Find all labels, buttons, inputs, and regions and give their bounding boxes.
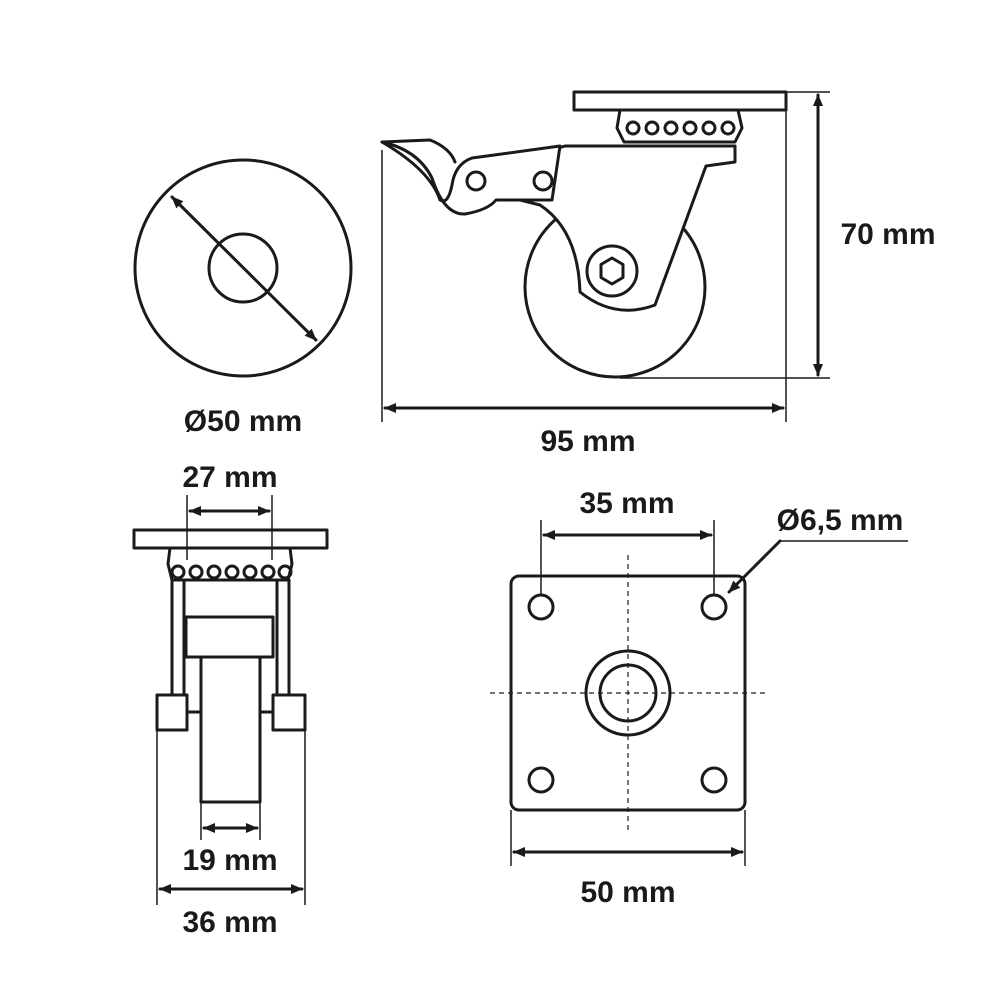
wheel-outer-circle: [133, 158, 353, 378]
height-label: 70 mm: [840, 218, 935, 251]
lever-rivet-right: [532, 170, 554, 192]
axle-hex-icon: [599, 256, 625, 286]
plate-hole-bottom-right: [700, 766, 728, 794]
mount-width-label: 27 mm: [182, 461, 277, 494]
wheel-front-view: Ø50 mm: [133, 158, 353, 438]
side-top-plate: [572, 90, 788, 112]
side-fork: [518, 144, 737, 312]
lever-rivet-left: [465, 170, 487, 192]
front-wheel-tread: [199, 655, 262, 804]
front-bearing-balls: [170, 564, 293, 580]
plate-center-boss-outer: [584, 649, 672, 737]
side-bearing-balls: [625, 120, 736, 136]
caster-front-view: 27 mm 19 mm 36 mm: [132, 461, 329, 939]
hole-spacing-label: 35 mm: [579, 487, 674, 520]
plate-center-boss-inner: [598, 663, 658, 723]
front-axle-cap-left: [155, 693, 189, 732]
brake-lever: [380, 140, 562, 216]
front-wheel-hub: [184, 615, 275, 659]
wheel-diameter-label: Ø50 mm: [184, 405, 302, 438]
caster-side-view: 70 mm 95 mm: [380, 90, 936, 458]
mounting-plate-view: 35 mm Ø6,5 mm 50 mm: [490, 487, 908, 909]
wheel-width-label: 19 mm: [182, 844, 277, 877]
axle-circle: [585, 244, 639, 298]
length-label: 95 mm: [540, 425, 635, 458]
wheel-diameter-dimension-line: [170, 195, 318, 342]
front-top-plate: [132, 528, 329, 550]
hole-diameter-label: Ø6,5 mm: [777, 504, 904, 537]
plate-width-label: 50 mm: [580, 876, 675, 909]
hole-diameter-leader-arrow: [727, 539, 782, 594]
fork-width-label: 36 mm: [182, 906, 277, 939]
plate-hole-bottom-left: [527, 766, 555, 794]
brake-lever-tip: [380, 138, 457, 164]
front-axle-cap-right: [271, 693, 307, 732]
